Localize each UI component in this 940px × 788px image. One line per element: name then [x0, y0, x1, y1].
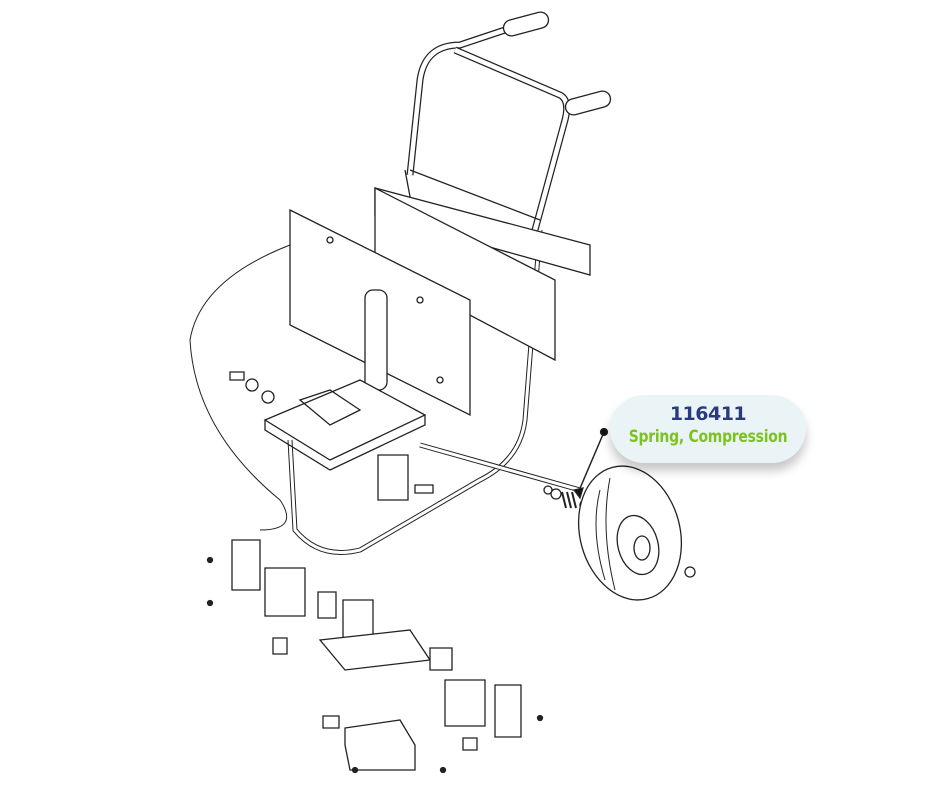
wheel	[564, 454, 696, 611]
mounting-plate-front	[290, 210, 470, 415]
part-number: 116411	[669, 403, 747, 425]
cart-handle	[410, 10, 612, 230]
electrical-components	[232, 540, 521, 770]
part-name: Spring, Compression	[628, 427, 788, 447]
mounting-plate-rear	[375, 188, 555, 360]
lower-tray	[265, 380, 425, 500]
part-callout[interactable]: 116411 Spring, Compression	[610, 395, 806, 463]
fittings	[230, 372, 433, 493]
cart-frame	[290, 170, 590, 553]
cable	[190, 245, 290, 530]
callout-leader	[574, 429, 608, 499]
screws	[208, 558, 543, 773]
